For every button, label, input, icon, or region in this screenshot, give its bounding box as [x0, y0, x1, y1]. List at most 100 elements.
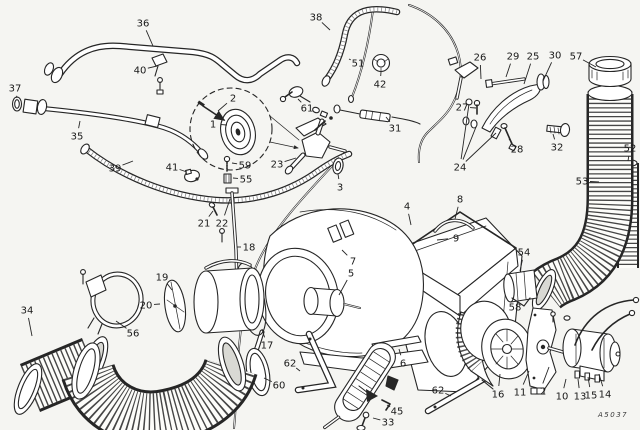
- leader-line: [460, 103, 470, 160]
- part-label-62: 62: [284, 359, 297, 370]
- part-31-control-cable: [333, 4, 462, 163]
- part-label-36: 36: [137, 19, 150, 30]
- part-label-22: 22: [216, 219, 229, 230]
- leader-line: [348, 58, 351, 61]
- leader-line: [217, 102, 228, 112]
- leader-line: [224, 198, 231, 216]
- part-2-pin: [197, 100, 226, 121]
- part-53-demister-duct: [528, 86, 632, 314]
- leader-line: [479, 64, 482, 80]
- part-label-12: 12: [534, 387, 547, 398]
- part-32-bolt: [546, 122, 571, 138]
- part-27-screw: [473, 99, 481, 115]
- part-38-hose: [321, 9, 397, 87]
- part-label-11: 11: [514, 388, 527, 399]
- part-vent-grille: [323, 342, 396, 430]
- part-12-fixings: [550, 311, 571, 323]
- leader-line: [563, 378, 567, 389]
- part-label-6: 6: [400, 359, 406, 370]
- part-label-20: 20: [140, 301, 153, 312]
- part-label-33: 33: [382, 418, 395, 429]
- leader-line: [436, 238, 449, 241]
- leader-line: [284, 157, 297, 163]
- airflow-arrow: [358, 385, 378, 402]
- leader-line: [337, 173, 340, 180]
- part-label-18: 18: [243, 243, 256, 254]
- leader-line: [385, 116, 391, 123]
- part-61-p-clip: [279, 86, 333, 120]
- part-21-bolt: [208, 202, 225, 243]
- part-16-blower-wheel: [455, 300, 533, 387]
- leader-line: [179, 169, 188, 173]
- part-59-screw: [223, 155, 231, 172]
- leader-line: [542, 62, 553, 82]
- leader-line: [577, 378, 580, 389]
- part-label-57: 57: [570, 52, 583, 63]
- part-label-42: 42: [374, 80, 387, 91]
- leader-line: [454, 206, 459, 220]
- part-8-handle: [433, 218, 475, 233]
- part-45-clip: [381, 375, 399, 411]
- part-motor-wires: [574, 296, 640, 351]
- part-23-water-valve: [284, 117, 347, 175]
- part-41-clip: [184, 168, 200, 183]
- part-label-13: 13: [574, 392, 587, 403]
- part-label-25: 25: [527, 52, 540, 63]
- leader-line: [122, 160, 134, 166]
- leader-line: [519, 259, 523, 272]
- leader-line: [627, 155, 630, 162]
- part-label-7: 7: [350, 257, 356, 268]
- part-label-23: 23: [271, 160, 284, 171]
- leader-line: [295, 367, 301, 372]
- part-label-52: 52: [624, 144, 637, 155]
- part-label-40: 40: [134, 66, 147, 77]
- part-label-2: 2: [230, 94, 236, 105]
- part-label-26: 26: [474, 53, 487, 64]
- part-label-19: 19: [156, 273, 169, 284]
- leader-line: [297, 98, 302, 103]
- part-label-59: 59: [239, 161, 252, 172]
- part-label-4: 4: [404, 202, 410, 213]
- part-label-34: 34: [21, 306, 34, 317]
- leader-line: [321, 22, 331, 31]
- leader-line: [587, 376, 591, 388]
- leader-line: [28, 317, 33, 337]
- leader-line: [589, 181, 600, 183]
- leader-line: [505, 63, 511, 78]
- part-42-grommet: [371, 53, 391, 73]
- part-label-30: 30: [549, 51, 562, 62]
- part-56-clamp-band: [80, 269, 144, 335]
- part-35-pipe: [22, 98, 209, 160]
- part-label-60: 60: [273, 381, 286, 392]
- leader-line: [208, 210, 214, 217]
- leader-line: [231, 162, 238, 165]
- part-label-10: 10: [556, 392, 569, 403]
- leader-line: [462, 126, 477, 160]
- part-20-valve-disc: [163, 279, 187, 333]
- leader-line: [341, 249, 348, 256]
- part-label-31: 31: [389, 124, 402, 135]
- part-62-bracket-left: [294, 330, 337, 394]
- part-label-28: 28: [511, 145, 524, 156]
- part-label-15: 15: [585, 391, 598, 402]
- leader-line: [261, 328, 266, 338]
- part-label-61: 61: [301, 104, 314, 115]
- part-label-39: 39: [109, 164, 122, 175]
- part-19-air-intake-body: [193, 259, 265, 334]
- part-label-45: 45: [391, 407, 404, 418]
- part-label-27: 27: [456, 103, 469, 114]
- part-label-38: 38: [310, 13, 323, 24]
- part-10-blower-motor: [550, 296, 640, 383]
- part-label-3: 3: [337, 183, 343, 194]
- part-label-9: 9: [453, 234, 459, 245]
- part-39-hose: [80, 143, 349, 200]
- part-14-terminal: [594, 374, 601, 383]
- part-label-56: 56: [127, 329, 140, 340]
- leader-line: [78, 120, 81, 129]
- part-29-rod: [485, 77, 526, 88]
- leader-line: [582, 59, 597, 68]
- leader-line: [552, 133, 556, 140]
- part-label-21: 21: [198, 219, 211, 230]
